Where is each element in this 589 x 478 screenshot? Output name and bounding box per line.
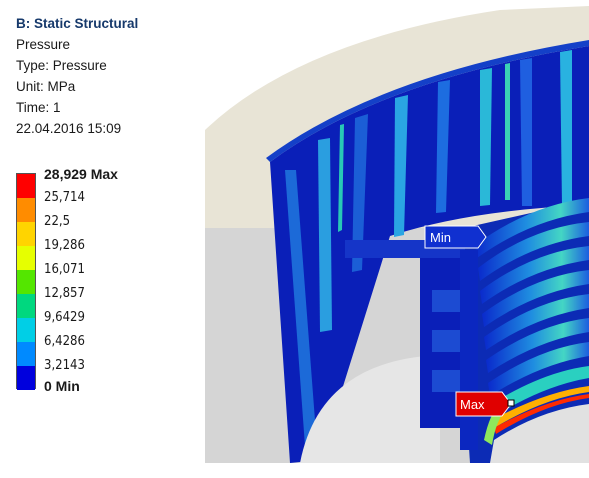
legend-swatch bbox=[17, 342, 35, 366]
legend-swatch bbox=[17, 222, 35, 246]
result-type: Type: Pressure bbox=[16, 58, 107, 73]
legend-level-label: 25,714 bbox=[44, 190, 85, 205]
legend-min-label: 0 Min bbox=[44, 378, 80, 394]
legend-swatch bbox=[17, 246, 35, 270]
legend-level-label: 6,4286 bbox=[44, 334, 85, 349]
result-time: Time: 1 bbox=[16, 100, 61, 115]
result-info-block: B: Static Structural Pressure Type: Pres… bbox=[16, 13, 138, 139]
legend-level-label: 22,5 bbox=[44, 214, 71, 229]
legend-level-label: 9,6429 bbox=[44, 310, 85, 325]
result-datetime: 22.04.2016 15:09 bbox=[16, 121, 122, 136]
legend-swatch bbox=[17, 270, 35, 294]
max-probe[interactable]: Max bbox=[455, 391, 515, 417]
legend-swatch bbox=[17, 198, 35, 222]
legend-level-label: 19,286 bbox=[44, 238, 85, 253]
legend-swatch bbox=[17, 366, 35, 390]
legend-color-bar bbox=[16, 173, 36, 390]
analysis-title: B: Static Structural bbox=[16, 16, 139, 31]
legend-level-label: 16,071 bbox=[44, 262, 85, 277]
legend-level-label: 12,857 bbox=[44, 286, 85, 301]
legend-max-label: 28,929 Max bbox=[44, 166, 118, 182]
legend-swatch bbox=[17, 174, 35, 198]
legend-swatch bbox=[17, 318, 35, 342]
legend-level-label: 3,2143 bbox=[44, 358, 85, 373]
fea-model-view[interactable]: Min Max bbox=[190, 0, 589, 478]
min-probe[interactable]: Min bbox=[424, 225, 487, 249]
result-unit: Unit: MPa bbox=[16, 79, 76, 94]
legend-swatch bbox=[17, 294, 35, 318]
cylinder-inner-surface bbox=[270, 46, 589, 463]
result-name: Pressure bbox=[16, 37, 71, 52]
max-probe-label: Max bbox=[460, 397, 485, 412]
min-probe-label: Min bbox=[430, 230, 451, 245]
cut-plane bbox=[300, 355, 440, 463]
